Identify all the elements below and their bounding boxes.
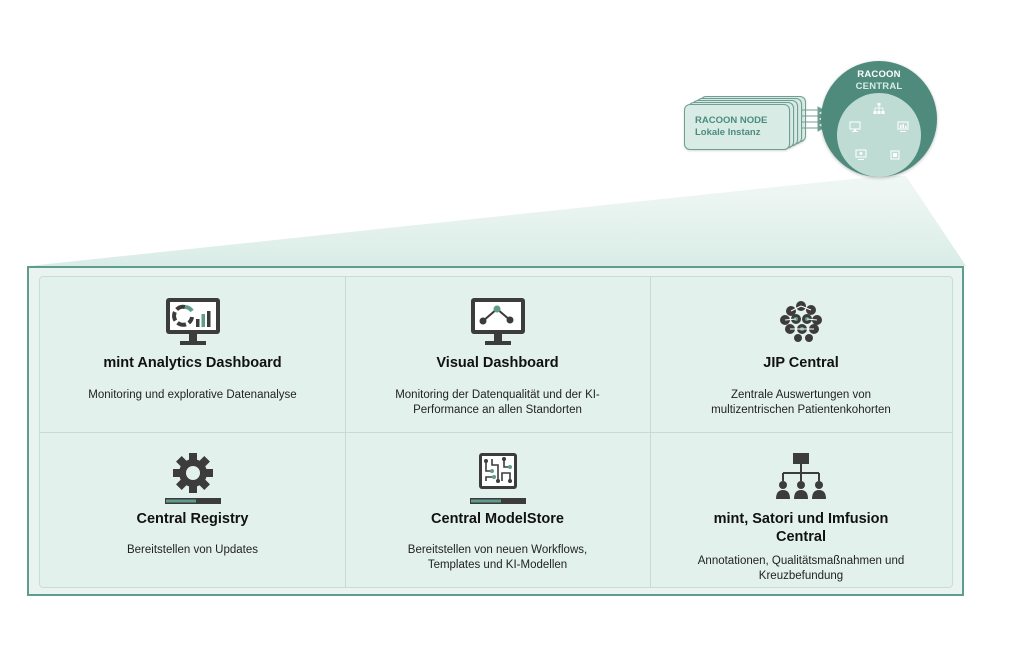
service-description: Bereitstellen von neuen Workflows, Templ… — [359, 543, 636, 573]
service-description-line: Zentrale Auswertungen von — [730, 389, 871, 401]
racoon-node-title: RACOON NODE — [695, 115, 768, 126]
chart-monitor-icon — [897, 121, 909, 132]
service-description: Monitoring und explorative Datenanalyse — [54, 388, 331, 403]
screen-icon — [855, 149, 867, 160]
service-title: Visual Dashboard — [436, 355, 559, 371]
service-description: Zentrale Auswertungen von multizentrisch… — [664, 388, 938, 418]
service-card-mint-analytics: mint Analytics Dashboard Monitoring und … — [40, 277, 345, 432]
racoon-node-subtitle: Lokale Instanz — [695, 127, 761, 138]
racoon-node-card: RACOON NODE Lokale Instanz — [684, 104, 790, 150]
circuit-chip-icon — [469, 453, 526, 504]
chip-icon — [890, 150, 900, 160]
service-title: Central ModelStore — [431, 511, 564, 527]
analytics-monitor-icon — [165, 298, 220, 345]
service-card-central-registry: Central Registry Bereitstellen von Updat… — [40, 433, 345, 587]
service-description-line: multizentrischen Patientenkohorten — [711, 404, 891, 416]
brain-network-icon — [780, 301, 822, 342]
racoon-central-subtitle: CENTRAL — [855, 81, 903, 92]
service-description: Annotationen, Qualitätsmaßnahmen und Kre… — [664, 554, 938, 584]
monitor-icon — [849, 121, 861, 132]
service-description-line: Templates und KI-Modellen — [427, 559, 568, 571]
service-description-line: Monitoring und explorative Datenanalyse — [88, 389, 297, 401]
service-card-central-modelstore: Central ModelStore Bereitstellen von neu… — [345, 433, 650, 587]
racoon-central-circle: RACOON CENTRAL — [821, 61, 937, 177]
service-title-line: mint, Satori und Imfusion — [713, 511, 889, 527]
racoon-central-inner — [837, 93, 921, 177]
line-chart-monitor-icon — [470, 298, 525, 345]
service-card-jip-central: JIP Central Zentrale Auswertungen von mu… — [650, 277, 952, 432]
services-panel: mint Analytics Dashboard Monitoring und … — [27, 266, 964, 596]
node-to-central-arrows — [802, 106, 824, 132]
hierarchy-icon — [873, 103, 885, 114]
service-description-line: Annotationen, Qualitätsmaßnahmen und — [697, 555, 905, 567]
org-hierarchy-icon — [776, 453, 826, 499]
service-description: Monitoring der Datenqualität und der KI-… — [359, 388, 636, 418]
service-card-visual-dashboard: Visual Dashboard Monitoring der Datenqua… — [345, 277, 650, 432]
gear-update-icon — [164, 453, 221, 504]
service-description: Bereitstellen von Updates — [54, 543, 331, 558]
service-title: JIP Central — [763, 355, 839, 371]
grid-divider — [40, 432, 952, 433]
service-title-line: Central — [776, 529, 826, 545]
services-grid: mint Analytics Dashboard Monitoring und … — [39, 276, 953, 588]
racoon-central-title: RACOON — [857, 69, 901, 80]
service-description-line: Bereitstellen von neuen Workflows, — [407, 544, 588, 556]
service-description-line: Monitoring der Datenqualität und der KI- — [395, 389, 600, 401]
service-card-mint-satori-imfusion: mint, Satori und Imfusion Central Annota… — [650, 433, 952, 587]
service-title: mint Analytics Dashboard — [103, 355, 282, 371]
service-description-line: Kreuzbefundung — [758, 570, 844, 582]
service-title: mint, Satori und Imfusion Central — [660, 510, 942, 546]
service-title: Central Registry — [136, 511, 249, 527]
service-description-line: Bereitstellen von Updates — [126, 544, 259, 556]
service-description-line: Performance an allen Standorten — [413, 404, 582, 416]
